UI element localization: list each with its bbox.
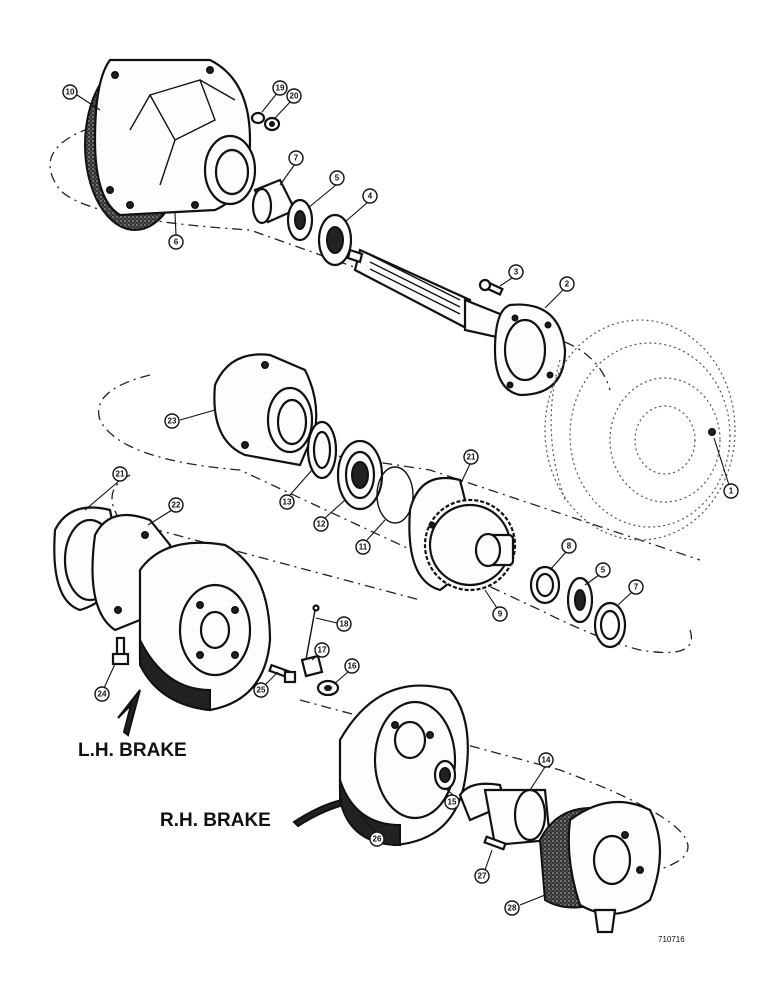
callout-21-right: 21 <box>459 449 479 486</box>
callout-7-top: 7 <box>279 150 304 186</box>
nut-19-20 <box>250 111 281 132</box>
svg-text:28: 28 <box>508 904 517 913</box>
svg-text:27: 27 <box>478 872 487 881</box>
bearings-middle <box>306 420 414 524</box>
svg-text:11: 11 <box>359 543 368 552</box>
callout-10: 10 <box>62 84 101 111</box>
svg-text:22: 22 <box>172 501 181 510</box>
svg-text:21: 21 <box>467 453 476 462</box>
callout-25: 25 <box>253 671 279 698</box>
lh-brake-text: L.H. BRAKE <box>78 740 187 761</box>
bearings-top <box>251 178 353 267</box>
rh-brake-components <box>433 759 662 934</box>
svg-text:21: 21 <box>116 470 125 479</box>
callout-16: 16 <box>333 658 360 685</box>
svg-text:14: 14 <box>542 756 551 765</box>
callout-15: 15 <box>444 787 460 810</box>
svg-text:16: 16 <box>348 662 357 671</box>
fasteners-middle <box>111 604 340 697</box>
svg-text:10: 10 <box>66 88 75 97</box>
bolt-3 <box>478 278 504 296</box>
svg-text:13: 13 <box>283 498 292 507</box>
svg-text:23: 23 <box>168 417 177 426</box>
svg-text:19: 19 <box>276 84 285 93</box>
svg-text:6: 6 <box>174 238 179 247</box>
bearing-housing-23 <box>213 353 318 467</box>
callout-27: 27 <box>474 849 493 884</box>
svg-text:18: 18 <box>340 620 349 629</box>
svg-text:5: 5 <box>601 566 606 575</box>
callout-6: 6 <box>168 212 184 250</box>
svg-text:12: 12 <box>317 520 326 529</box>
svg-text:4: 4 <box>368 192 373 201</box>
callout-3: 3 <box>499 264 524 287</box>
callout-11: 11 <box>355 519 386 555</box>
rh-brake-text: R.H. BRAKE <box>160 810 271 831</box>
svg-text:7: 7 <box>634 583 639 592</box>
bearings-lower-right <box>529 565 627 649</box>
callout-24: 24 <box>94 663 116 702</box>
callout-1: 1 <box>713 437 739 499</box>
callout-2: 2 <box>544 276 575 309</box>
svg-text:5: 5 <box>335 174 340 183</box>
svg-text:26: 26 <box>373 835 382 844</box>
svg-text:25: 25 <box>257 686 266 695</box>
callout-8: 8 <box>549 538 577 571</box>
callout-4: 4 <box>344 188 378 223</box>
wheel-rim <box>544 319 736 541</box>
callout-20: 20 <box>274 88 302 119</box>
rh-brake-drum <box>338 684 469 847</box>
callout-list: 10 19 20 7 5 4 6 3 2 23 1 21 13 12 11 21… <box>62 80 739 916</box>
svg-text:9: 9 <box>498 610 503 619</box>
callout-5-top: 5 <box>307 170 345 209</box>
callout-14: 14 <box>529 752 554 791</box>
svg-text:3: 3 <box>514 268 519 277</box>
svg-text:1: 1 <box>729 487 734 496</box>
lh-brake-label: L.H. BRAKE <box>78 689 187 761</box>
brake-hub-assembly <box>84 58 257 231</box>
svg-text:20: 20 <box>290 92 299 101</box>
callout-19: 19 <box>261 80 288 113</box>
callout-18: 18 <box>315 616 352 632</box>
callout-21-left: 21 <box>84 466 128 511</box>
sprocket-assembly <box>408 476 517 592</box>
svg-text:24: 24 <box>98 690 107 699</box>
callout-22: 22 <box>147 497 184 526</box>
lh-flange-carrier <box>53 506 172 632</box>
callout-12: 12 <box>313 499 346 532</box>
callout-17: 17 <box>311 642 330 661</box>
callout-26: 26 <box>359 814 385 847</box>
axle-shaft-2 <box>346 248 567 397</box>
svg-text:8: 8 <box>567 542 572 551</box>
svg-text:17: 17 <box>318 646 327 655</box>
rh-brake-label: R.H. BRAKE <box>160 798 344 831</box>
callout-5-lower: 5 <box>584 562 611 586</box>
callout-28: 28 <box>504 894 546 916</box>
callout-7-lower: 7 <box>617 579 644 606</box>
svg-text:2: 2 <box>565 280 570 289</box>
svg-text:7: 7 <box>294 154 299 163</box>
callout-9: 9 <box>484 589 508 622</box>
reference-number: 710716 <box>658 935 685 944</box>
lh-brake-drum <box>138 541 272 712</box>
callout-13: 13 <box>279 469 313 510</box>
callout-23: 23 <box>164 409 216 429</box>
svg-text:15: 15 <box>448 798 457 807</box>
